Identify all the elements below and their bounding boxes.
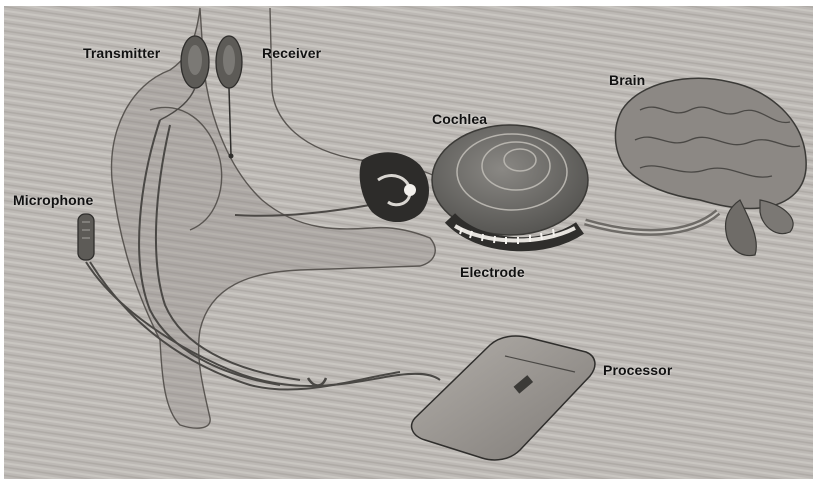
electrode-label: Electrode: [460, 264, 525, 280]
processor-label: Processor: [603, 362, 672, 378]
cochlea-label: Cochlea: [432, 111, 487, 127]
microphone-label: Microphone: [13, 192, 93, 208]
brain-label: Brain: [609, 72, 645, 88]
microphone-icon: [78, 214, 94, 260]
transmitter-icon: [181, 36, 209, 88]
transmitter-label: Transmitter: [83, 45, 160, 61]
receiver-label: Receiver: [262, 45, 321, 61]
